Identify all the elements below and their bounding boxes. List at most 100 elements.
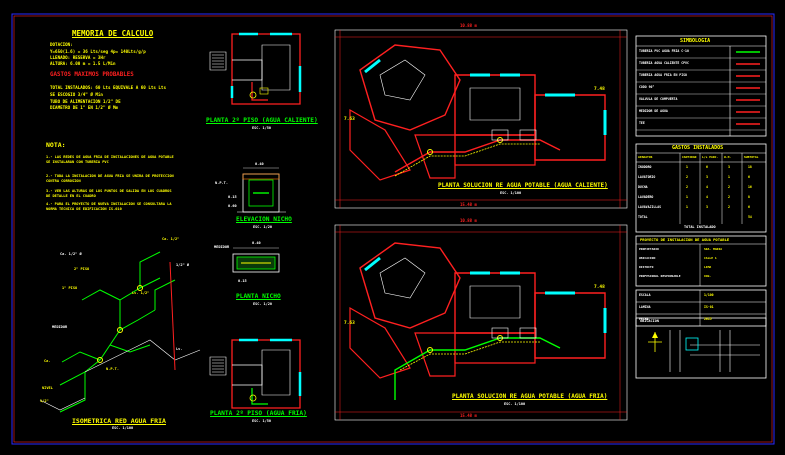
table-cell: TOTAL xyxy=(638,215,648,219)
legend-box xyxy=(635,35,767,137)
title-info-key: LAMINA xyxy=(639,305,651,309)
isometric-diagram xyxy=(39,251,201,413)
plan-2nd-floor-cold-water xyxy=(209,338,302,409)
isometric-title: ISOMETRICA RED AGUA FRIA xyxy=(72,417,166,425)
solution-cold-dim-top: 10.88 m xyxy=(460,218,477,223)
table-cell: 2 xyxy=(728,205,730,209)
isometric-scale: ESC. 1/100 xyxy=(112,426,134,430)
note-item: 4.- PARA EL PROYECTO DE NUEVA INSTALACIO… xyxy=(46,202,172,211)
isometric-label: 1" PISO xyxy=(62,286,78,290)
plan-cold-scale: ESC. 1/50 xyxy=(252,419,271,423)
title-info-value: 2015 xyxy=(704,317,712,321)
niche-label-depth: 0.15 xyxy=(238,279,247,283)
table-cell: 1 xyxy=(686,165,688,169)
calc-line: GASTOS MAXIMOS PROBABLES xyxy=(50,72,134,78)
elevation-label-height: 0.60 xyxy=(228,204,237,208)
table-header-cell: SUBTOTAL xyxy=(744,155,759,159)
legend-row-label: TEE xyxy=(639,121,645,125)
table-cell: 4 xyxy=(706,195,708,199)
table-cell: 54 xyxy=(748,215,752,219)
table-cell: 3 xyxy=(706,205,708,209)
legend-row-label: TUBERIA AGUA CALIENTE CPVC xyxy=(639,61,689,65)
table-cell: 2 xyxy=(728,185,730,189)
sheet-border xyxy=(11,13,775,445)
title-info-key: ESCALA xyxy=(639,293,651,297)
isometric-label: MEDIDOR xyxy=(52,325,68,329)
solution-hot-dim-right: 7.48 xyxy=(594,87,605,92)
table-cell: 3 xyxy=(728,165,730,169)
table-cell: 1 xyxy=(728,175,730,179)
installed-flows-table xyxy=(635,143,767,233)
table-header-cell: L/s PARC. xyxy=(702,155,719,159)
table-cell: LAVATORIO xyxy=(638,175,656,179)
table-cell: DUCHA xyxy=(638,185,648,189)
solution-hot-dim-left: 7.63 xyxy=(344,117,355,122)
elevation-title: ELEVACION NICHO xyxy=(236,216,292,223)
title-block-value: CALLE 1 xyxy=(704,256,717,260)
plan-hot-title: PLANTA 2º PISO (AGUA CALIENTE) xyxy=(206,117,318,124)
table-cell: LAVAVAJILLAS xyxy=(638,205,662,209)
plan-2nd-floor-hot-water xyxy=(209,32,302,105)
isometric-label: 1/2" xyxy=(40,399,49,403)
calc-line: LLENADO: RESERVA = 3Hr xyxy=(50,55,106,60)
title-block-key: UBICACION xyxy=(639,256,656,260)
elevation-label-side: 0.15 xyxy=(228,195,237,199)
legend-row-label: MEDIDOR DE AGUA xyxy=(639,109,668,113)
elevation-label-npt: N.P.T. xyxy=(215,181,228,185)
isometric-label: 1/2" Ø xyxy=(176,263,189,267)
note-item: 2.- TODA LA INSTALACION DE AGUA FRIA SE … xyxy=(46,174,174,183)
table-cell: 18 xyxy=(748,165,752,169)
sheet-inner-border xyxy=(13,15,773,443)
table-cell: 4 xyxy=(706,185,708,189)
legend-row-label: TUBERIA PVC AGUA FRIA C-10 xyxy=(639,49,689,53)
solution-hot-dim-bottom: 15.48 m xyxy=(460,202,477,207)
niche-title: PLANTA NICHO xyxy=(236,293,281,300)
niche-scale: ESC. 1/20 xyxy=(253,302,272,306)
table-cell: 6 xyxy=(706,165,708,169)
calc-line: DIAMETRO DE 1" EN 1/2" Ø Mm xyxy=(50,105,119,110)
title-block-key: DISTRITO xyxy=(639,265,654,269)
isometric-label: Lv. 1/2" xyxy=(132,291,150,295)
plan-cold-title: PLANTA 2º PISO (AGUA FRIA) xyxy=(210,410,307,417)
isometric-label: NIVEL xyxy=(42,386,53,390)
title-block-key: PROPIETARIO xyxy=(639,247,659,251)
isometric-label: Lv. xyxy=(176,347,183,351)
location-label: UBICACION xyxy=(640,319,659,323)
calc-line: Y=650(1.6) = 36 Lts/seg 4p= 140Lts/g/p xyxy=(50,49,146,54)
niche-elevation-drawing xyxy=(237,167,286,213)
table-header-cell: U.H. xyxy=(724,155,732,159)
solution-cold-title: PLANTA SOLUCION RE AGUA POTABLE (AGUA FR… xyxy=(452,393,608,400)
note-item: 1.- LAS REDES DE AGUA FRIA DE INSTALACIO… xyxy=(46,155,174,164)
solution-plan-hot-water xyxy=(334,29,628,209)
table-header-cell: APARATOS xyxy=(638,155,653,159)
niche-label-width: 0.40 xyxy=(252,241,261,245)
table-cell: 1 xyxy=(686,195,688,199)
title-block-title: PROYECTO DE INSTALACION DE AGUA POTABLE xyxy=(640,237,730,242)
title-block-value: ING. xyxy=(704,274,712,278)
table-cell: 1 xyxy=(686,205,688,209)
calc-line: DOTACION: xyxy=(50,42,73,47)
calc-line: SE ESCOGIO 3/4" Ø Min xyxy=(50,92,103,97)
title-block xyxy=(635,235,767,327)
table-cell: LAVADERO xyxy=(638,195,654,199)
table-cell: INODORO xyxy=(638,165,652,169)
table-footer: TOTAL INSTALADO xyxy=(684,225,716,229)
table-title: GASTOS INSTALADOS xyxy=(672,145,724,151)
title-block-value: LIMA xyxy=(704,265,712,269)
calc-line: TUBO DE ALIMENTACION 1/2" DE xyxy=(50,99,121,104)
isometric-label: N.P.T. xyxy=(106,367,119,371)
table-cell: 16 xyxy=(748,185,752,189)
legend-row-label: CODO 90° xyxy=(639,85,655,89)
solution-cold-dim-left: 7.63 xyxy=(344,321,355,326)
solution-hot-title: PLANTA SOLUCION RE AGUA POTABLE (AGUA CA… xyxy=(438,182,608,189)
title-info-key: FECHA xyxy=(639,317,649,321)
table-header-cell: CANTIDAD xyxy=(682,155,697,159)
solution-cold-scale: ESC. 1/100 xyxy=(504,402,526,406)
isometric-label: Ca. xyxy=(44,359,51,363)
plan-hot-scale: ESC. 1/50 xyxy=(252,126,271,130)
solution-cold-dim-right: 7.48 xyxy=(594,285,605,290)
table-cell: 2 xyxy=(686,185,688,189)
table-cell: 8 xyxy=(748,195,750,199)
title-block-value: SRA. MARIA xyxy=(704,247,723,251)
notes-title: NOTA: xyxy=(46,141,66,149)
